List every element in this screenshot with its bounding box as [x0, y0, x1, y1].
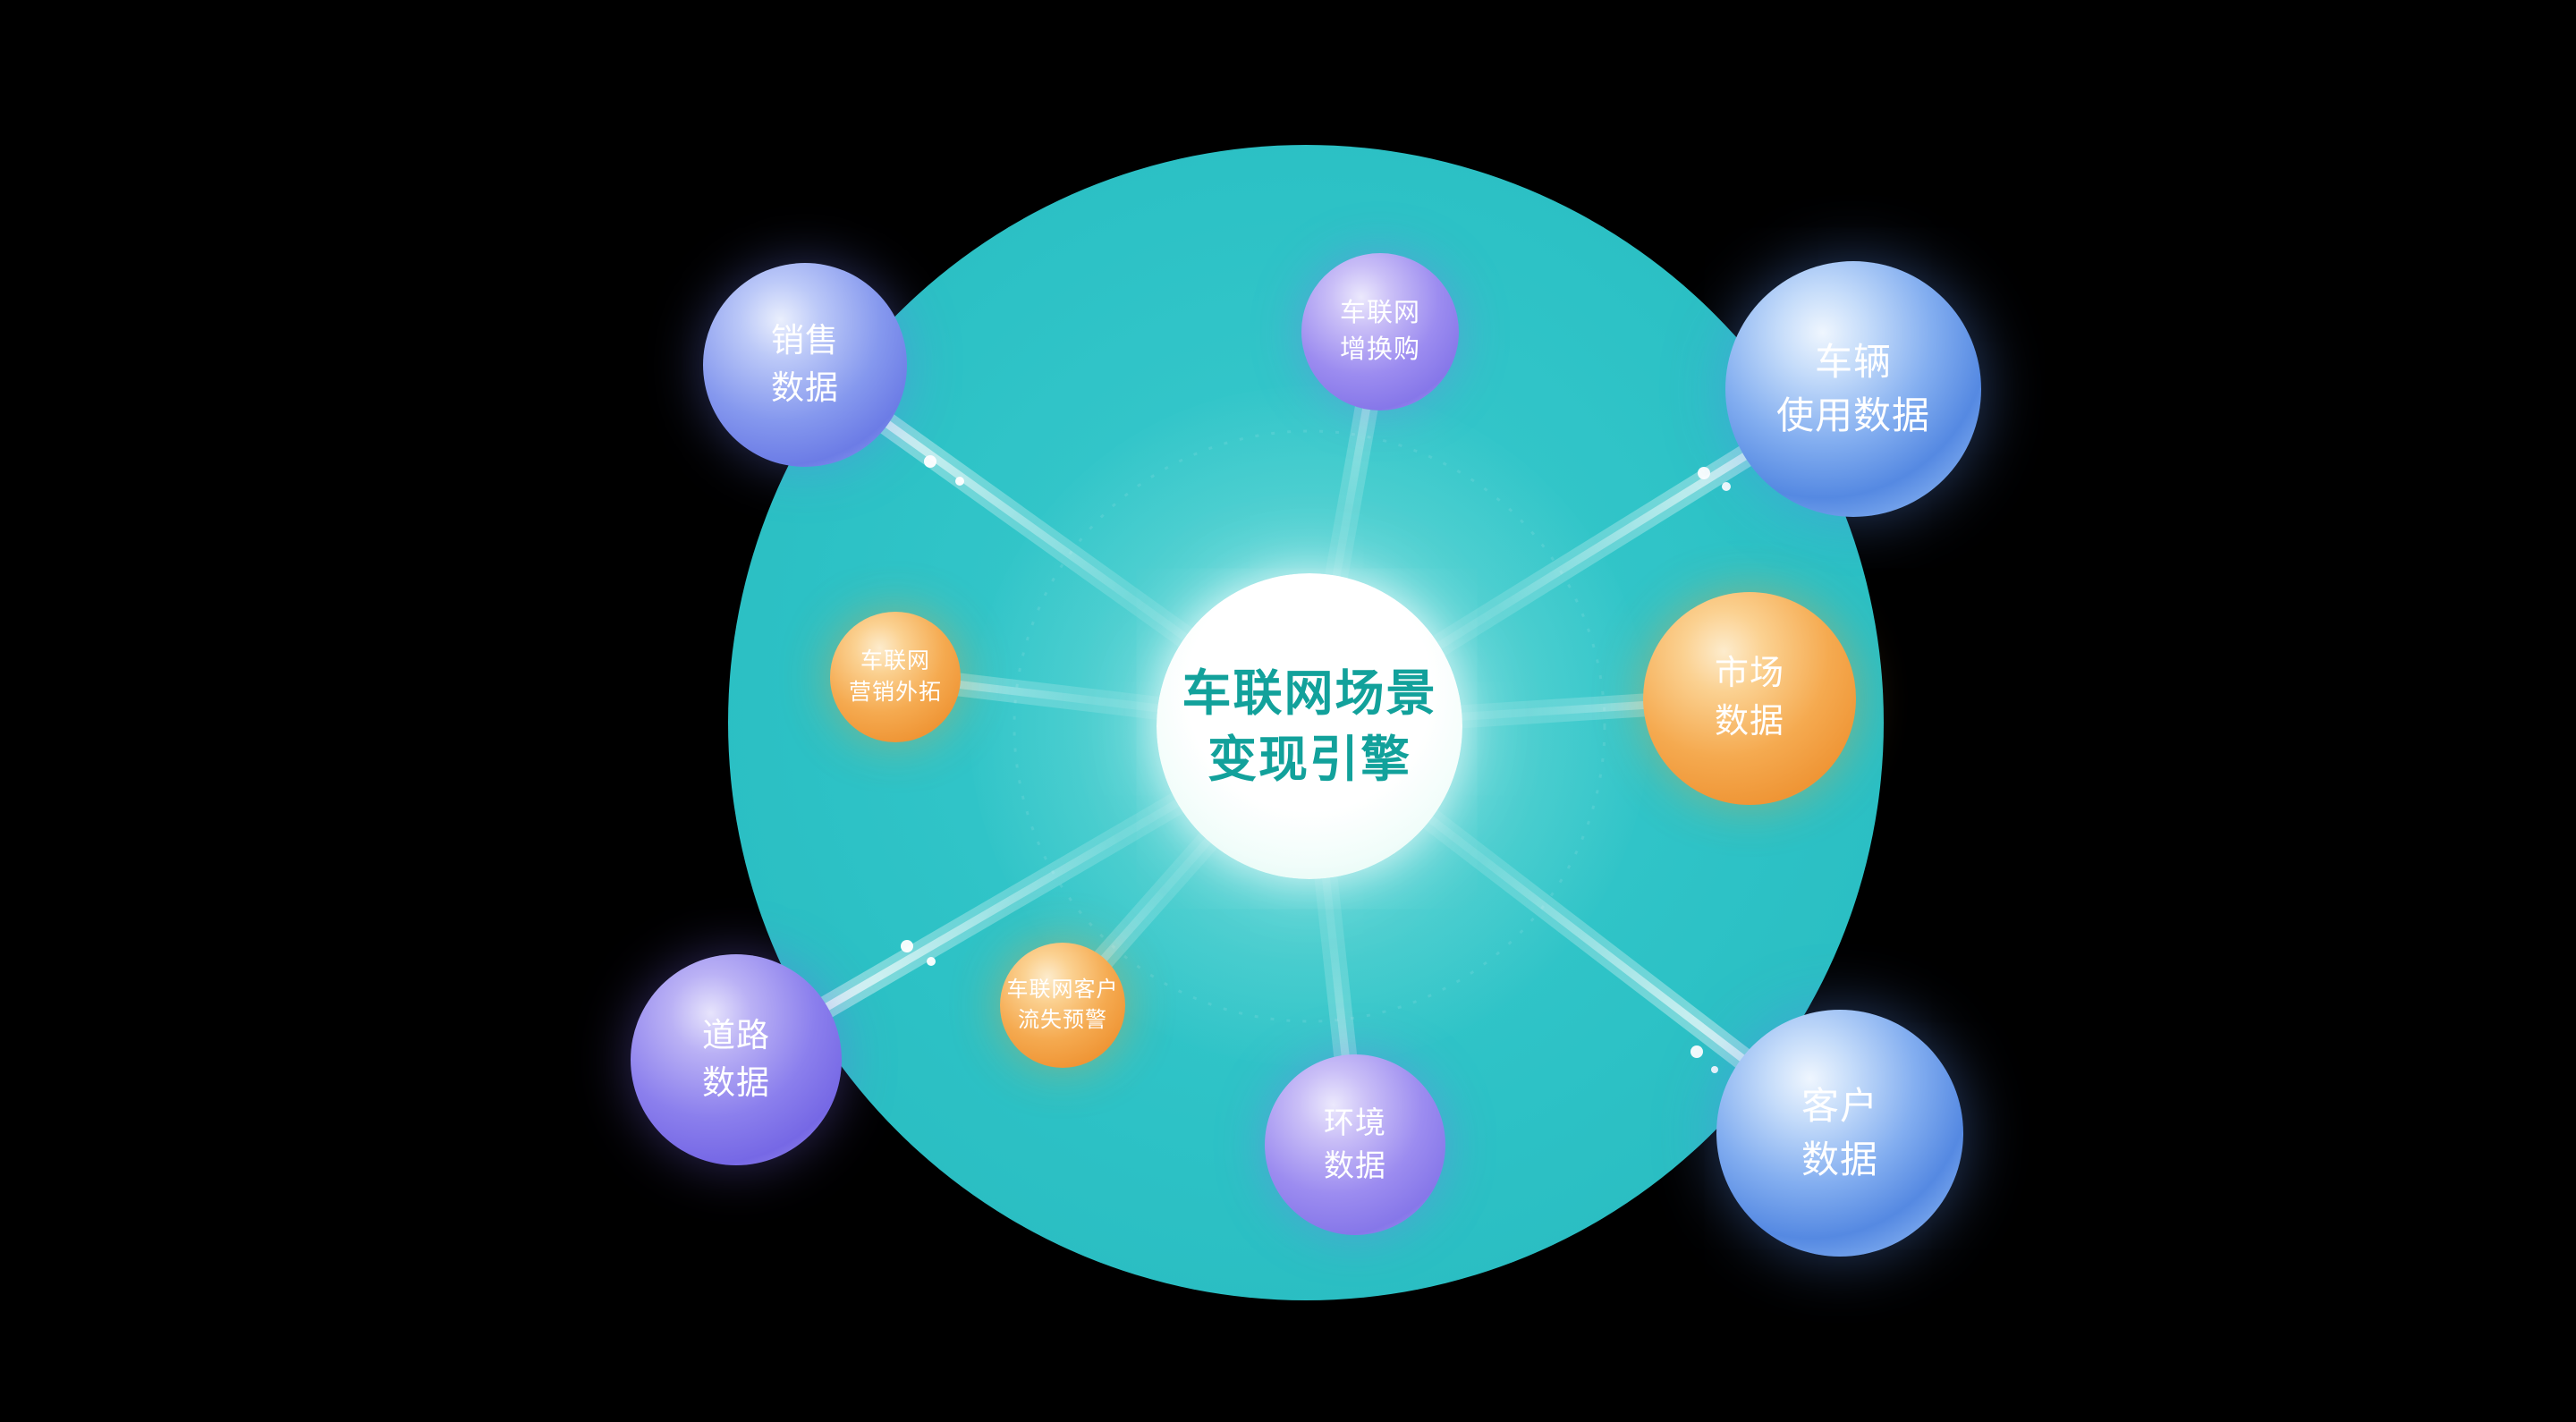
hub-circle: 车联网场景 变现引擎 — [1157, 573, 1462, 879]
node-customer-data: 客户 数据 — [1716, 1010, 1963, 1257]
node-iov-trade-in: 车联网 增换购 — [1301, 253, 1459, 411]
hub-title-line2: 变现引擎 — [1207, 732, 1411, 787]
node-iov-trade-in-label: 车联网 增换购 — [1339, 298, 1420, 364]
node-vehicle-usage-data-label: 车辆 使用数据 — [1775, 341, 1930, 436]
node-iov-marketing: 车联网 营销外拓 — [830, 612, 961, 742]
node-iov-churn-warning-label: 车联网客户 流失预警 — [1006, 977, 1119, 1032]
node-vehicle-usage-data: 车辆 使用数据 — [1725, 261, 1981, 517]
node-sales-data-label: 销售 数据 — [771, 322, 839, 406]
node-environment-data: 环境 数据 — [1265, 1054, 1445, 1235]
hub-title: 车联网场景 变现引擎 — [1182, 660, 1436, 793]
node-sales-data: 销售 数据 — [703, 263, 907, 467]
node-iov-marketing-label: 车联网 营销外拓 — [848, 648, 942, 706]
node-environment-data-label: 环境 数据 — [1324, 1105, 1386, 1183]
node-road-data: 道路 数据 — [631, 954, 842, 1165]
node-iov-churn-warning: 车联网客户 流失预警 — [1000, 943, 1125, 1068]
node-road-data-label: 道路 数据 — [702, 1017, 770, 1101]
hub-title-line1: 车联网场景 — [1182, 664, 1437, 721]
node-market-data: 市场 数据 — [1643, 592, 1856, 805]
dashed-halo — [1013, 429, 1606, 1023]
beam-particles — [901, 455, 1731, 1073]
node-customer-data-label: 客户 数据 — [1801, 1085, 1878, 1181]
node-market-data-label: 市场 数据 — [1714, 655, 1784, 741]
